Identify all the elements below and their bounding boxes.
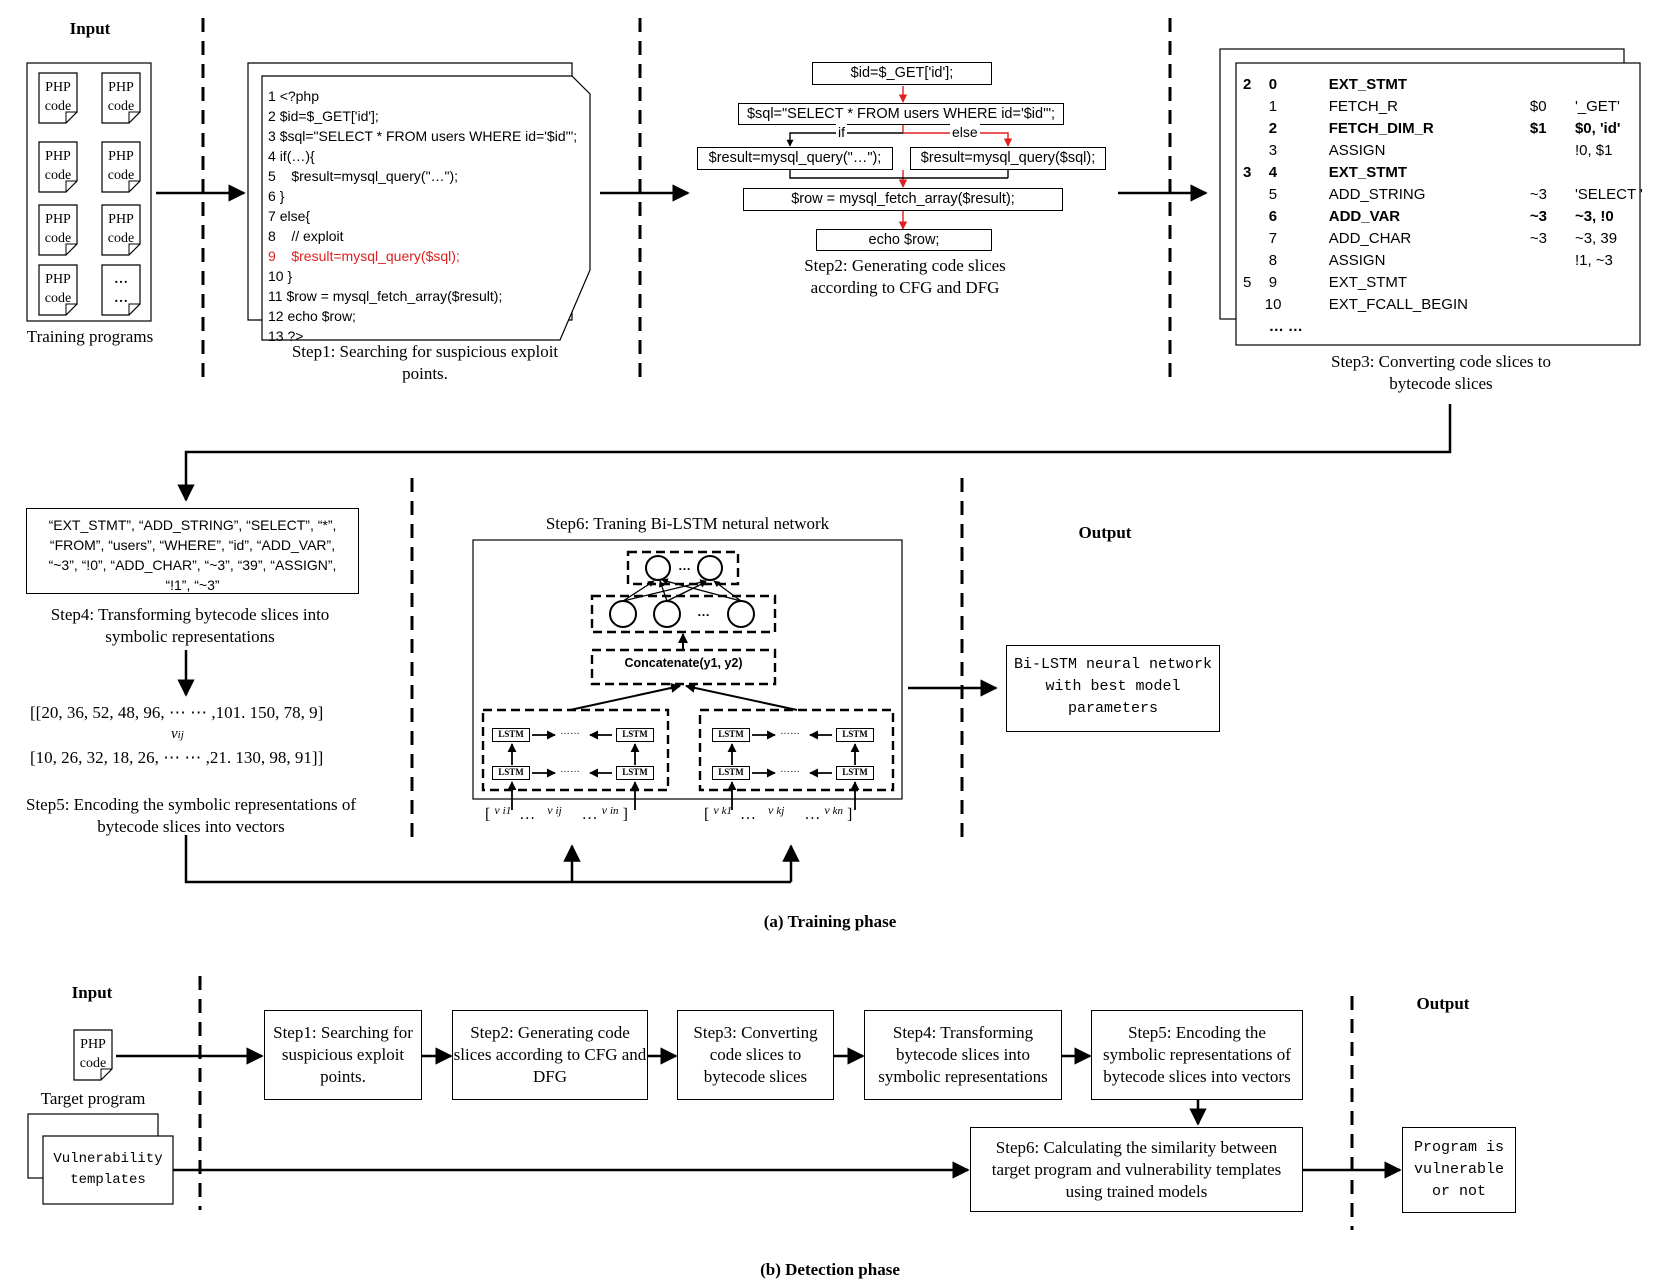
bytecode-row: … … (1268, 318, 1303, 335)
training-caption: (a) Training phase (763, 912, 897, 931)
flow-node-id-assign: $id=$_GET['id']; (812, 62, 992, 85)
detection-step6-box: Step6: Calculating the similarity betwee… (970, 1127, 1303, 1212)
symbolic-representation-box: “EXT_STMT”, “ADD_STRING”, “SELECT”, “*”,… (26, 508, 359, 594)
neuron-ellipsis-top: … (678, 558, 691, 573)
flow-node-sql-assign: $sql="SELECT * FROM users WHERE id='$id'… (738, 103, 1064, 125)
detection-step2-box: Step2: Generating code slices according … (452, 1010, 648, 1100)
training-input-title: Input (69, 19, 111, 38)
detection-step1-box: Step1: Searching for suspicious exploit … (264, 1010, 422, 1100)
detection-step4-box: Step4: Transforming bytecode slices into… (864, 1010, 1062, 1100)
bytecode-document-stack (1219, 48, 1641, 346)
flow-node-echo: echo $row; (816, 229, 992, 251)
code-line: 4 if(…){ (268, 148, 315, 164)
target-program-label: Target program (40, 1089, 146, 1108)
code-line: 6 } (268, 188, 285, 204)
flow-else-label: else (950, 124, 980, 140)
code-line: 7 else{ (268, 208, 311, 224)
detection-step5-box: Step5: Encoding the symbolic representat… (1091, 1010, 1303, 1100)
detection-output-title: Output (1416, 994, 1470, 1013)
flow-if-label: if (836, 124, 847, 140)
training-output-title: Output (1078, 523, 1132, 542)
code-line: 3 $sql="SELECT * FROM users WHERE id='$i… (268, 128, 578, 144)
vector-vij: vij (171, 726, 184, 742)
bilstm-output-box: Bi-LSTM neural network with best model p… (1006, 645, 1220, 732)
step5-label: Step5: Encoding the symbolic representat… (25, 795, 356, 836)
training-programs-label: Training programs (26, 327, 154, 346)
step6-label: Step6: Traning Bi-LSTM netural network (545, 514, 830, 533)
vector-row-2: [10, 26, 32, 18, 26, ⋯ ⋯ ,21. 130, 98, 9… (30, 748, 324, 767)
lstm-dots: …… (780, 726, 800, 737)
flow-node-query-dots: $result=mysql_query("…"); (697, 147, 893, 170)
step2-label: Step2: Generating code slices according … (804, 256, 1006, 297)
detection-step3-box: Step3: Converting code slices to bytecod… (677, 1010, 834, 1100)
lstm-cell: LSTM (836, 766, 874, 780)
code-listing: 1 <?php 2 $id=$_GET['id']; 3 $sql="SELECT … (268, 86, 577, 346)
lstm-dots: …… (560, 764, 580, 775)
vuln-templates-label: Vulnerability templates (53, 1151, 163, 1188)
lstm-cell: LSTM (616, 766, 654, 780)
lstm-dots: …… (560, 726, 580, 737)
neuron-ellipsis-mid: … (697, 604, 710, 619)
more-files-icon: …… (101, 264, 141, 316)
lstm-dots: …… (780, 764, 800, 775)
vulnerable-output-box: Program is vulnerable or not (1402, 1127, 1516, 1213)
step3-label: Step3: Converting code slices to bytecod… (1330, 352, 1552, 393)
code-document-stack (247, 62, 591, 341)
code-line: 5 $result=mysql_query("…"); (268, 168, 459, 184)
step4-label: Step4: Transforming bytecode slices into… (50, 605, 330, 646)
flow-node-fetch-array: $row = mysql_fetch_array($result); (743, 188, 1063, 211)
code-line: 2 $id=$_GET['id']; (268, 108, 379, 124)
concatenate-label: Concatenate(y1, y2) (624, 656, 743, 670)
code-line: 11 $row = mysql_fetch_array($result); (268, 288, 503, 304)
lstm-cell: LSTM (616, 728, 654, 742)
detection-caption: (b) Detection phase (760, 1260, 900, 1279)
lstm-cell: LSTM (712, 728, 750, 742)
lstm-cell: LSTM (492, 728, 530, 742)
bilstm-frame (472, 539, 903, 800)
detection-input-title: Input (71, 983, 113, 1002)
vector-row-1: [[20, 36, 52, 48, 96, ⋯ ⋯ ,101. 150, 78,… (30, 703, 324, 722)
code-line: 9 $result=mysql_query($sql); (268, 248, 460, 264)
code-line: 13 ?> (268, 328, 304, 344)
code-line: 10 } (268, 268, 293, 284)
lstm-cell: LSTM (492, 766, 530, 780)
bilstm-neurons (609, 555, 755, 628)
flow-node-query-sql: $result=mysql_query($sql); (910, 147, 1106, 170)
code-line: 8 // exploit (268, 228, 344, 244)
code-line: 1 <?php (268, 88, 320, 104)
code-line: 12 echo $row; (268, 308, 356, 324)
lstm-cell: LSTM (836, 728, 874, 742)
step1-label: Step1: Searching for suspicious exploit … (291, 342, 559, 383)
vuln-templates-stack (27, 1113, 174, 1205)
lstm-cell: LSTM (712, 766, 750, 780)
training-programs-frame (26, 62, 152, 322)
